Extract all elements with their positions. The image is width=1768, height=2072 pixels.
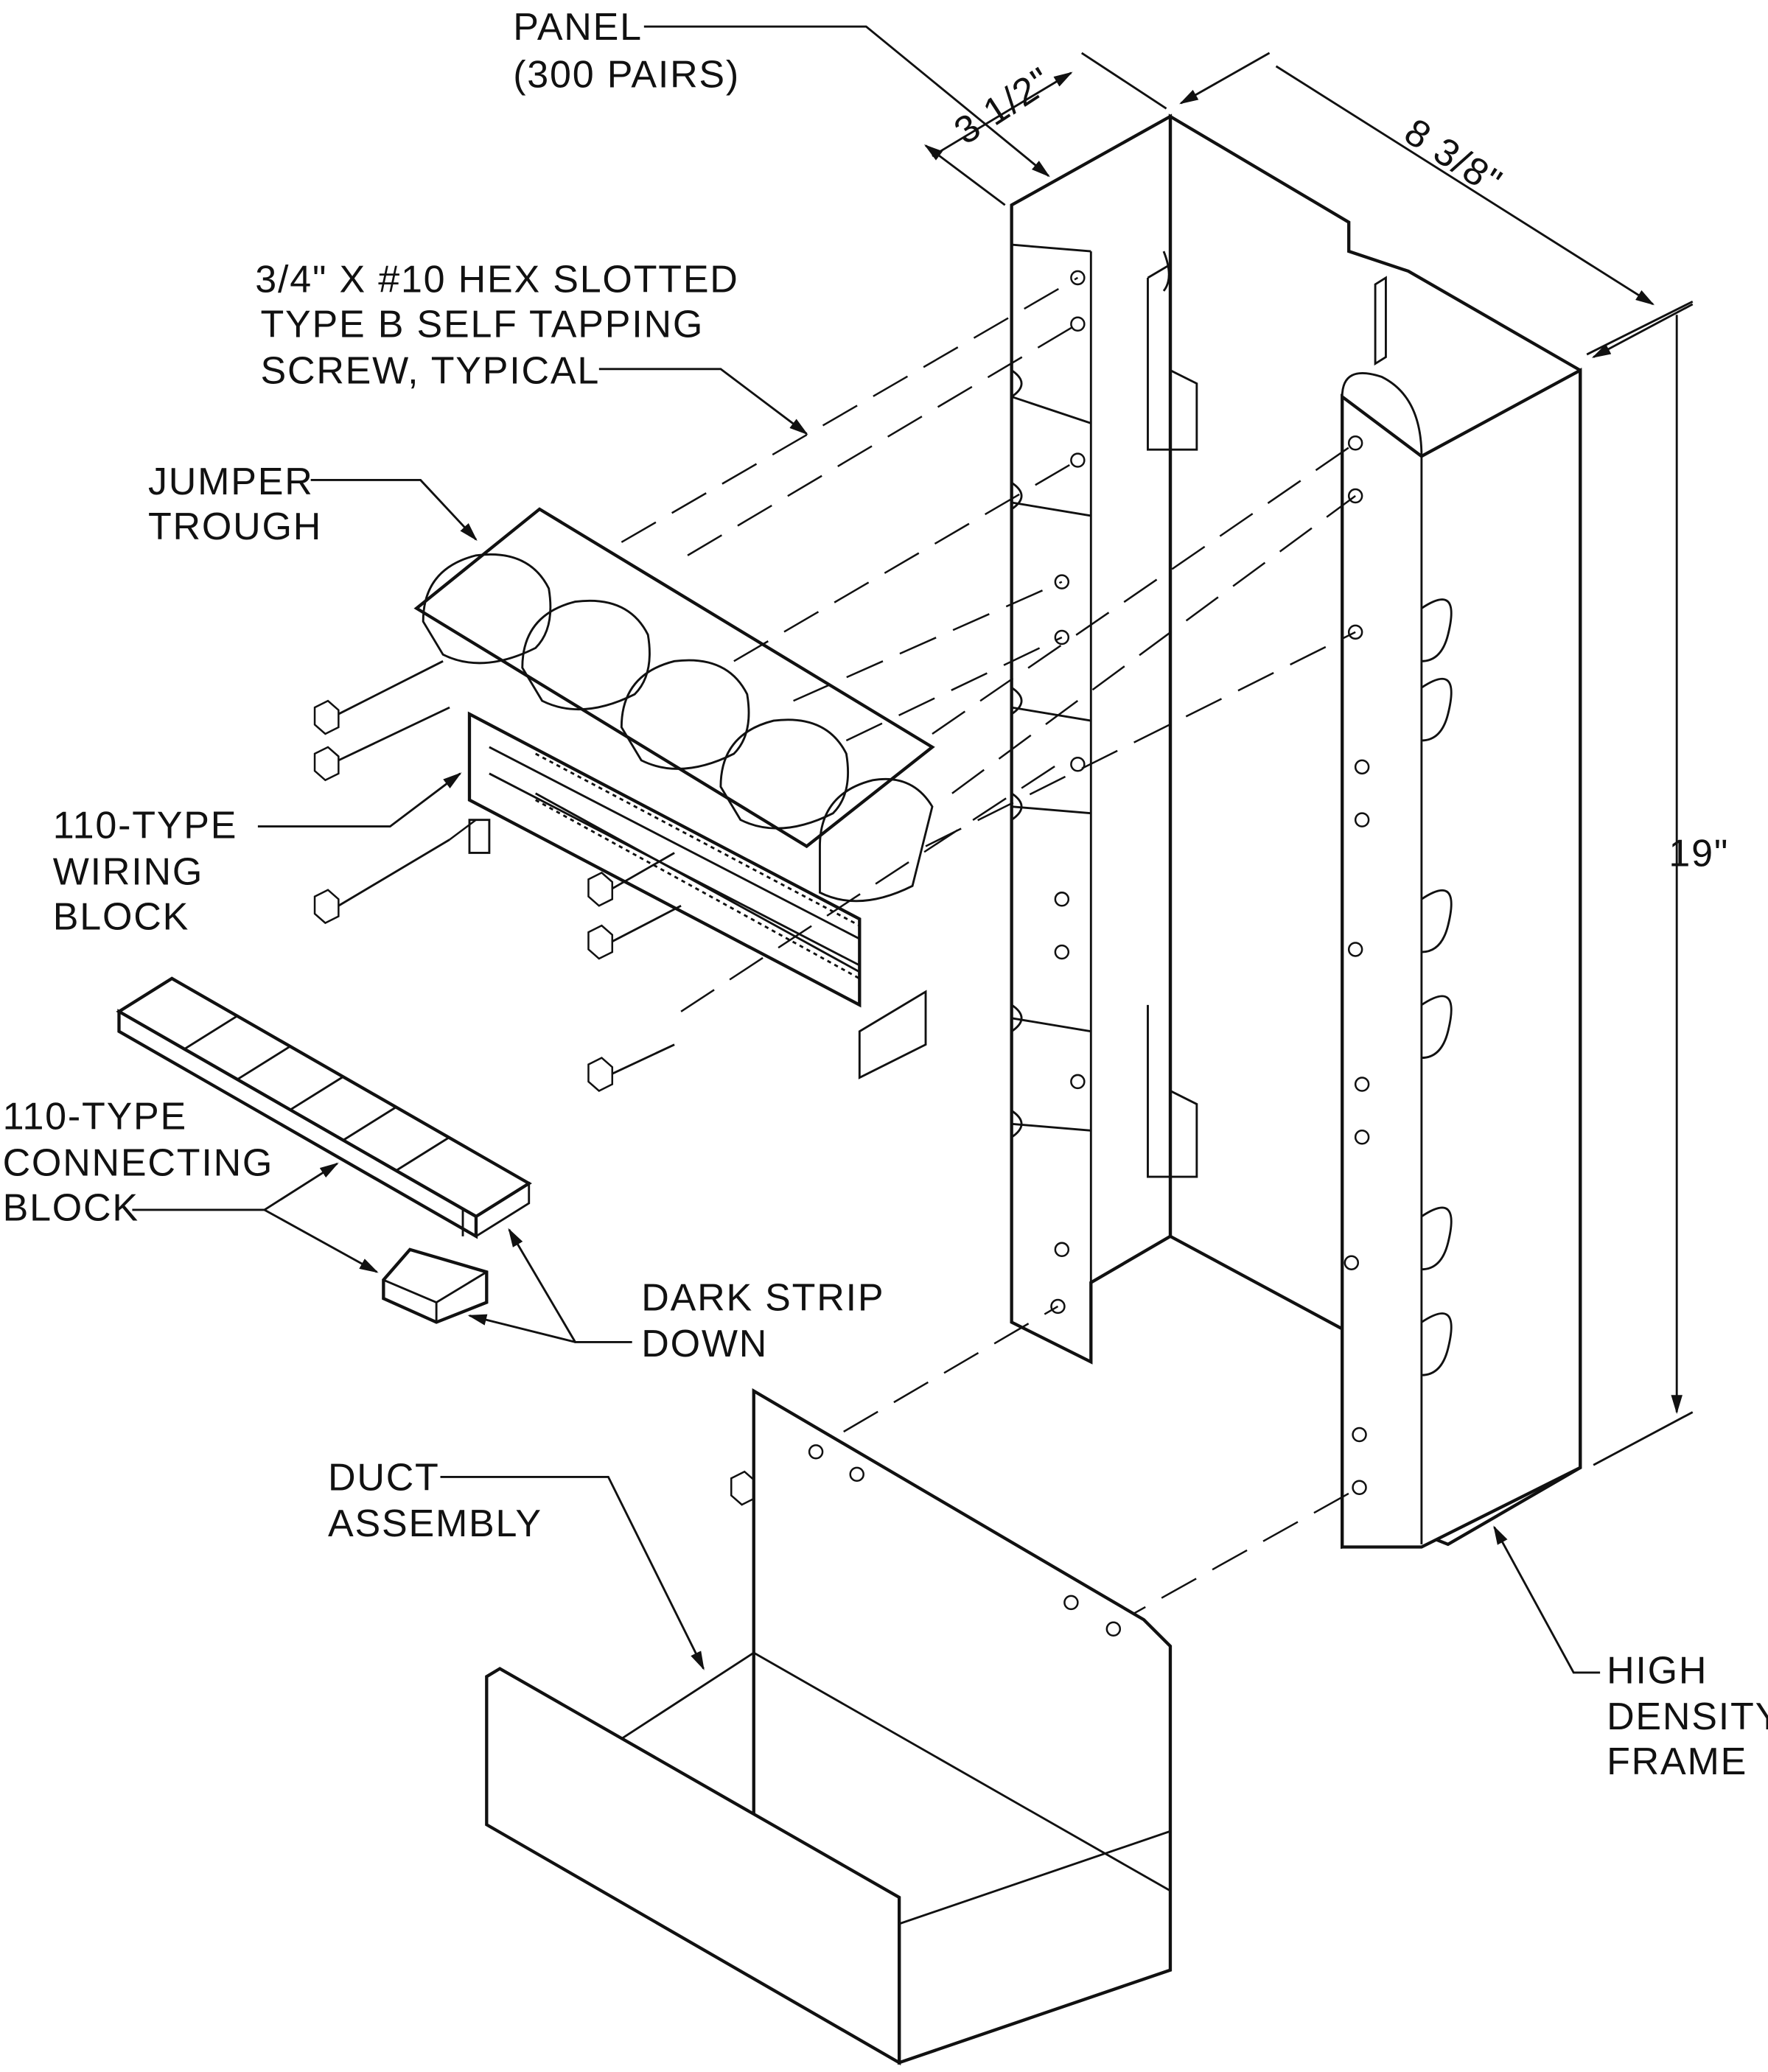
label-panel: PANEL (300 PAIRS): [513, 6, 740, 97]
label-dark-strip: DARK STRIP DOWN: [641, 1276, 884, 1365]
connecting-block: [116, 976, 532, 1324]
svg-text:TYPE B SELF TAPPING: TYPE B SELF TAPPING: [260, 304, 704, 346]
label-jumper-trough: JUMPER TROUGH: [148, 461, 322, 548]
label-frame: HIGH DENSITY FRAME: [1607, 1649, 1768, 1783]
svg-text:JUMPER: JUMPER: [148, 461, 314, 503]
svg-text:110-TYPE: 110-TYPE: [53, 805, 237, 847]
svg-text:DENSITY: DENSITY: [1607, 1695, 1768, 1738]
svg-text:110-TYPE: 110-TYPE: [3, 1095, 187, 1138]
label-wiring-block: 110-TYPE WIRING BLOCK: [53, 805, 237, 939]
jumper-trough: [413, 507, 935, 903]
dimension-lines: [926, 52, 1693, 1466]
screws: [313, 660, 1099, 1691]
label-connecting-block: 110-TYPE CONNECTING BLOCK: [3, 1095, 274, 1229]
label-screw: 3/4" X #10 HEX SLOTTED TYPE B SELF TAPPI…: [255, 259, 738, 393]
svg-text:CONNECTING: CONNECTING: [3, 1141, 274, 1184]
alignment-lines: [449, 276, 1360, 1628]
dimension-height: 19": [1669, 832, 1729, 875]
svg-text:ASSEMBLY: ASSEMBLY: [328, 1502, 542, 1545]
high-density-frame: [1010, 113, 1582, 1550]
svg-text:SCREW, TYPICAL: SCREW, TYPICAL: [260, 350, 600, 393]
svg-text:BLOCK: BLOCK: [53, 896, 189, 939]
svg-text:PANEL: PANEL: [513, 6, 643, 49]
svg-text:HIGH: HIGH: [1607, 1649, 1708, 1692]
svg-text:FRAME: FRAME: [1607, 1740, 1747, 1783]
label-duct-assembly: DUCT ASSEMBLY: [328, 1456, 542, 1545]
svg-text:DOWN: DOWN: [641, 1323, 768, 1365]
duct-assembly: [485, 1388, 1173, 2066]
svg-text:TROUGH: TROUGH: [148, 505, 322, 548]
svg-text:(300 PAIRS): (300 PAIRS): [513, 54, 740, 97]
svg-text:BLOCK: BLOCK: [3, 1186, 139, 1229]
svg-text:WIRING: WIRING: [53, 851, 203, 894]
dimension-width: 8 3/8": [1397, 111, 1509, 205]
svg-text:DARK STRIP: DARK STRIP: [641, 1276, 884, 1319]
leader-lines: [132, 25, 1601, 1674]
frame-right-holes: [1341, 371, 1453, 1495]
svg-text:3/4" X #10 HEX SLOTTED: 3/4" X #10 HEX SLOTTED: [255, 259, 738, 301]
svg-text:DUCT: DUCT: [328, 1456, 440, 1499]
